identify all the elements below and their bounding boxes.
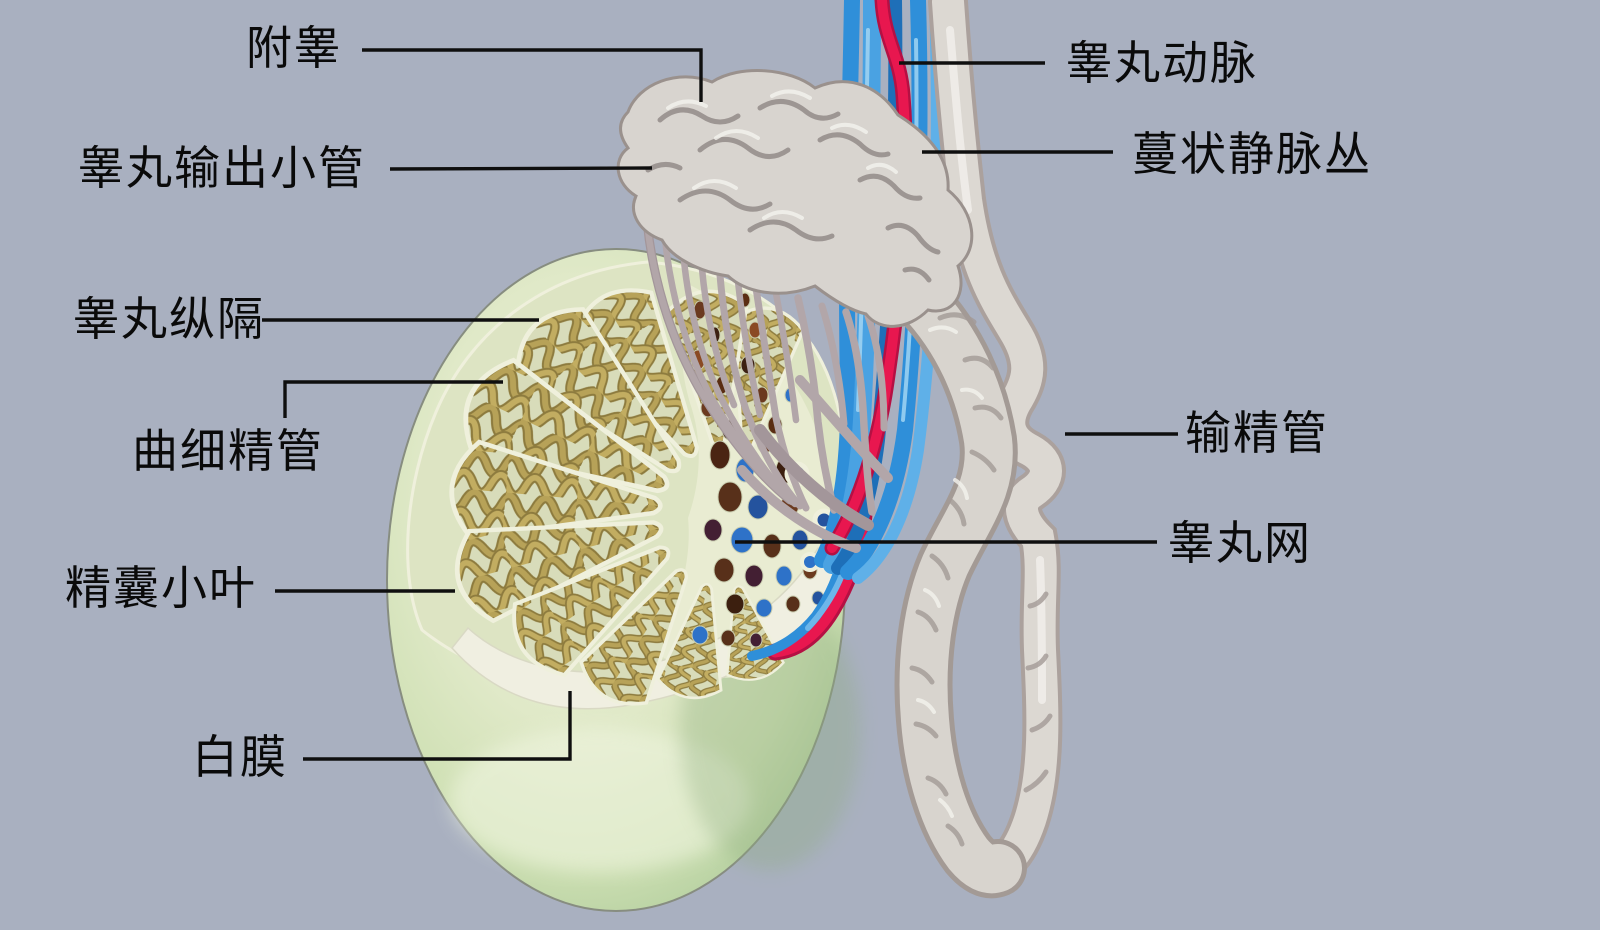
label-seminiferous-tubules: 曲细精管	[132, 425, 324, 477]
label-testicular-artery: 睾丸动脉	[1066, 37, 1258, 89]
leader-seminiferous-tubules	[283, 380, 503, 418]
label-pampiniform-plexus: 蔓状静脉丛	[1132, 128, 1372, 180]
epididymis-head-convolutions	[645, 89, 941, 283]
label-testis-lobule: 精囊小叶	[65, 562, 257, 614]
epididymis-head	[616, 69, 974, 328]
label-rete-testis: 睾丸网	[1168, 517, 1312, 569]
leader-lines	[262, 48, 1178, 761]
label-epididymis: 附睾	[246, 22, 342, 74]
epididymis-body	[891, 271, 1053, 899]
leader-epididymis	[362, 48, 703, 102]
label-vas-deferens: 输精管	[1185, 407, 1329, 459]
label-tunica-albuginea: 白膜	[192, 731, 288, 783]
leader-efferent-ductules	[389, 166, 653, 171]
testis-body	[386, 248, 875, 912]
leader-tunica-albuginea	[303, 691, 572, 761]
label-efferent-ductules: 睾丸输出小管	[78, 142, 366, 194]
label-mediastinum-testis: 睾丸纵隔	[73, 293, 265, 345]
epididymis-lumps	[909, 312, 1053, 847]
